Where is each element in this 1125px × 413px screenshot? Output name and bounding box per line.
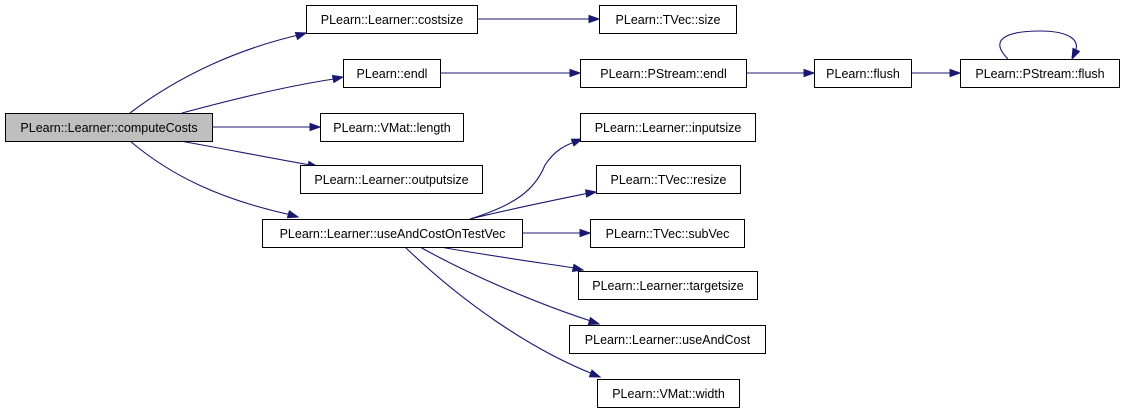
edge-computeCosts-to-vmat_length [212, 122, 322, 132]
node-label: PLearn::flush [826, 67, 900, 81]
edge-layer [129, 14, 1081, 378]
edge-line [181, 77, 342, 114]
edge-arrowhead [579, 228, 592, 238]
edge-arrowhead [588, 369, 602, 378]
node-box [597, 379, 740, 408]
edge-arrowhead [309, 122, 322, 132]
edge-arrowhead [570, 138, 584, 147]
node-label: PLearn::Learner::computeCosts [20, 121, 197, 135]
node-label: PLearn::Learner::outputsize [314, 173, 468, 187]
edge-arrowhead [569, 68, 582, 78]
node-useAndCostOnTestVec[interactable]: PLearn::Learner::useAndCostOnTestVec [262, 219, 523, 248]
edge-useAndCostOnTestVec-to-tvec_resize [469, 189, 598, 220]
node-box [320, 113, 464, 142]
edge-pstream_flush-to-pstream_flush [999, 30, 1081, 61]
edge-computeCosts-to-costsize [129, 32, 308, 114]
edge-line [129, 140, 297, 217]
edge-computeCosts-to-endl [181, 74, 345, 114]
node-box [578, 271, 758, 300]
edge-useAndCostOnTestVec-to-inputsize [469, 138, 584, 220]
edge-arrowhead [588, 14, 601, 24]
edge-useAndCostOnTestVec-to-tvec_subVec [522, 228, 592, 238]
edge-computeCosts-to-outputsize [179, 140, 320, 170]
node-box [596, 165, 741, 194]
node-label: PLearn::Learner::targetsize [592, 279, 744, 293]
node-box [343, 59, 441, 88]
edge-line [999, 30, 1077, 60]
edge-arrowhead [1071, 47, 1081, 61]
edge-line [439, 246, 582, 270]
node-outputsize[interactable]: PLearn::Learner::outputsize [300, 165, 483, 194]
node-tvec_size[interactable]: PLearn::TVec::size [599, 5, 737, 34]
node-box [599, 5, 737, 34]
node-label: PLearn::VMat::length [333, 121, 450, 135]
edge-line [419, 246, 598, 324]
edge-computeCosts-to-useAndCostOnTestVec [129, 140, 300, 219]
node-box [5, 113, 213, 142]
edge-line [469, 139, 581, 220]
node-box [306, 5, 478, 34]
node-costsize[interactable]: PLearn::Learner::costsize [306, 5, 478, 34]
node-box [580, 59, 747, 88]
node-pstream_flush[interactable]: PLearn::PStream::flush [960, 59, 1120, 88]
node-label: PLearn::PStream::endl [600, 67, 726, 81]
node-targetsize[interactable]: PLearn::Learner::targetsize [578, 271, 758, 300]
node-label: PLearn::endl [357, 67, 428, 81]
edge-arrowhead [294, 32, 308, 41]
edge-line [469, 191, 595, 220]
node-flush[interactable]: PLearn::flush [814, 59, 912, 88]
node-computeCosts[interactable]: PLearn::Learner::computeCosts [5, 113, 213, 142]
edge-costsize-to-tvec_size [477, 14, 601, 24]
node-useAndCost[interactable]: PLearn::Learner::useAndCost [569, 325, 766, 354]
edge-arrowhead [803, 68, 816, 78]
node-label: PLearn::Learner::inputsize [595, 121, 742, 135]
edge-arrowhead [331, 74, 345, 84]
edge-pstream_endl-to-flush [746, 68, 816, 78]
node-label: PLearn::TVec::subVec [606, 227, 730, 241]
node-label: PLearn::Learner::costsize [321, 13, 463, 27]
node-label: PLearn::TVec::resize [610, 173, 726, 187]
node-box [262, 219, 523, 248]
node-box [300, 165, 483, 194]
node-box [569, 325, 766, 354]
edge-arrowhead [584, 189, 598, 198]
node-box [580, 113, 756, 142]
edge-arrowhead [286, 209, 300, 219]
edge-useAndCostOnTestVec-to-vmat_width [404, 246, 602, 378]
node-label: PLearn::Learner::useAndCostOnTestVec [280, 227, 506, 241]
node-label: PLearn::VMat::width [612, 387, 725, 401]
node-label: PLearn::Learner::useAndCost [585, 333, 751, 347]
node-box [960, 59, 1120, 88]
node-inputsize[interactable]: PLearn::Learner::inputsize [580, 113, 756, 142]
edge-line [179, 140, 317, 167]
edge-line [404, 246, 599, 377]
edge-flush-to-pstream_flush [911, 68, 962, 78]
node-vmat_length[interactable]: PLearn::VMat::length [320, 113, 464, 142]
edge-arrowhead [571, 263, 585, 273]
node-tvec_resize[interactable]: PLearn::TVec::resize [596, 165, 741, 194]
node-layer: PLearn::Learner::computeCostsPLearn::Lea… [5, 5, 1120, 408]
node-endl[interactable]: PLearn::endl [343, 59, 441, 88]
node-label: PLearn::PStream::flush [975, 67, 1104, 81]
node-box [590, 219, 745, 248]
edge-useAndCostOnTestVec-to-targetsize [439, 246, 585, 273]
edge-arrowhead [587, 316, 601, 326]
node-tvec_subVec[interactable]: PLearn::TVec::subVec [590, 219, 745, 248]
node-pstream_endl[interactable]: PLearn::PStream::endl [580, 59, 747, 88]
edge-useAndCostOnTestVec-to-useAndCost [419, 246, 601, 326]
node-vmat_width[interactable]: PLearn::VMat::width [597, 379, 740, 408]
edge-line [129, 33, 304, 114]
edge-endl-to-pstream_endl [440, 68, 582, 78]
node-label: PLearn::TVec::size [616, 13, 721, 27]
edge-arrowhead [949, 68, 962, 78]
node-box [814, 59, 912, 88]
